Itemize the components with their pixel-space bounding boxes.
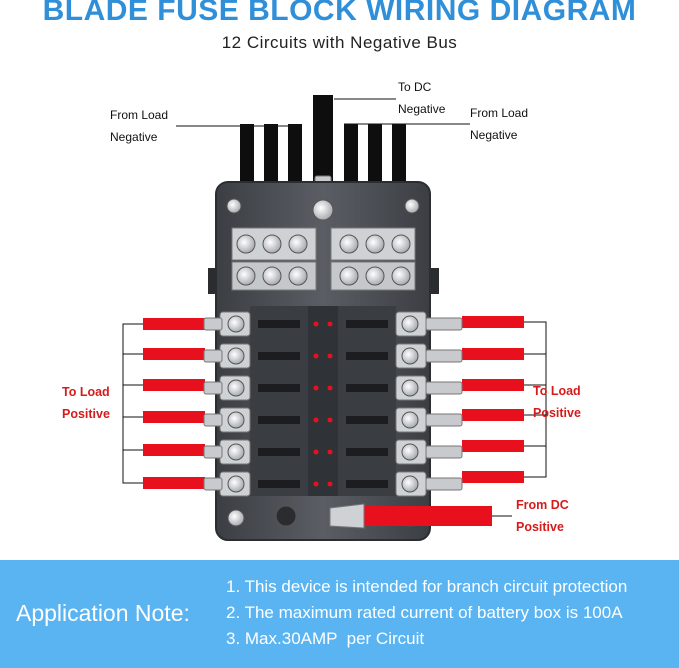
led-left-5 (313, 449, 319, 455)
screw-right-1 (401, 315, 419, 333)
screw-left-1 (227, 315, 245, 333)
screw-right-5 (401, 443, 419, 461)
led-right-1 (327, 321, 333, 327)
screw-left-3 (227, 379, 245, 397)
diagram-title: BLADE FUSE BLOCK WIRING DIAGRAM (42, 0, 637, 27)
fuse-slot-left-4 (258, 416, 300, 424)
screw-right-2 (401, 347, 419, 365)
led-left-6 (313, 481, 319, 487)
label-to-load-positive-left: To Load Positive (62, 385, 110, 421)
application-note-heading: Application Note: (16, 600, 190, 626)
led-left-2 (313, 353, 319, 359)
led-left-4 (313, 417, 319, 423)
lug-right-3 (425, 381, 463, 395)
ground-screw (275, 505, 297, 527)
fuse-slot-right-5 (346, 448, 388, 456)
label-from-load-negative-left: From Load Negative (110, 108, 169, 144)
led-right-6 (327, 481, 333, 487)
black-wire-dc-negative (313, 95, 333, 185)
lug-right-5 (425, 445, 463, 459)
led-right-5 (327, 449, 333, 455)
block-side-tab-right (429, 268, 439, 294)
screw-left-6 (227, 475, 245, 493)
screw-left-4 (227, 411, 245, 429)
led-left-3 (313, 385, 319, 391)
lug-left-2 (203, 349, 223, 363)
lug-right-1 (425, 317, 463, 331)
screw-right-6 (401, 475, 419, 493)
fuse-slot-right-6 (346, 480, 388, 488)
led-left-1 (313, 321, 319, 327)
brackets (122, 321, 547, 517)
label-leader-lines (176, 98, 470, 127)
fuse-slot-right-1 (346, 320, 388, 328)
lug-left-1 (203, 317, 223, 331)
led-right-2 (327, 353, 333, 359)
note-item-2: 2. The maximum rated current of battery … (226, 603, 623, 622)
positive-bus-bar (308, 306, 338, 496)
label-to-dc-negative: To DC Negative (398, 80, 446, 116)
fuse-slot-left-3 (258, 384, 300, 392)
lug-right-2 (425, 349, 463, 363)
application-note-panel: Application Note: 1. This device is inte… (0, 560, 679, 668)
fuse-slot-right-4 (346, 416, 388, 424)
fuse-slot-right-3 (346, 384, 388, 392)
fuse-slot-left-6 (258, 480, 300, 488)
screw-right-3 (401, 379, 419, 397)
fuse-slot-left-5 (258, 448, 300, 456)
diagram-subtitle: 12 Circuits with Negative Bus (221, 33, 458, 52)
positive-wires-left (143, 318, 205, 489)
label-to-load-positive-right: To Load Positive (533, 384, 581, 420)
label-from-load-negative-right: From Load Negative (470, 106, 529, 142)
fuse-slot-left-1 (258, 320, 300, 328)
screw-left-2 (227, 347, 245, 365)
note-item-3: 3. Max.30AMP per Circuit (226, 629, 425, 648)
lug-right-4 (425, 413, 463, 427)
screw-left-5 (227, 443, 245, 461)
note-item-1: 1. This device is intended for branch ci… (226, 577, 628, 596)
dc-positive-lug (329, 503, 365, 529)
fuse-slot-left-2 (258, 352, 300, 360)
screw-right-4 (401, 411, 419, 429)
positive-wires-right (462, 316, 524, 483)
circuit-rows (203, 311, 463, 497)
lug-left-6 (203, 477, 223, 491)
lug-right-6 (425, 477, 463, 491)
led-right-4 (327, 417, 333, 423)
lug-left-5 (203, 445, 223, 459)
lug-left-3 (203, 381, 223, 395)
dc-positive-wire (360, 506, 492, 526)
led-right-3 (327, 385, 333, 391)
fuse-slot-right-2 (346, 352, 388, 360)
block-side-tab-left (208, 268, 218, 294)
lug-left-4 (203, 413, 223, 427)
label-from-dc-positive: From DC Positive (516, 498, 569, 534)
application-note-list: 1. This device is intended for branch ci… (226, 574, 627, 652)
fuse-block-diagram (122, 95, 547, 541)
